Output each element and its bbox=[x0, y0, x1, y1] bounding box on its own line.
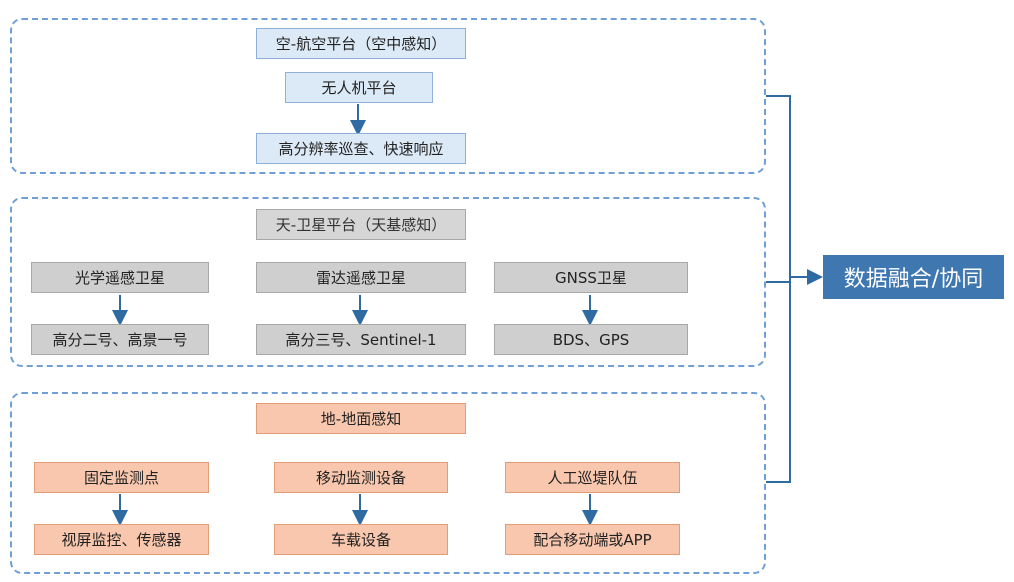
ground-source-3: 人工巡堤队伍 bbox=[505, 462, 680, 493]
bracket-connector bbox=[766, 95, 791, 483]
space-title: 天-卫星平台（天基感知） bbox=[256, 209, 466, 240]
air-platform-box: 无人机平台 bbox=[285, 72, 433, 103]
space-source-3: GNSS卫星 bbox=[494, 262, 688, 293]
space-source-2: 雷达遥感卫星 bbox=[256, 262, 466, 293]
space-platform-group bbox=[10, 197, 766, 367]
ground-example-2: 车载设备 bbox=[274, 524, 448, 555]
ground-example-3: 配合移动端或APP bbox=[505, 524, 680, 555]
air-capability-box: 高分辨率巡查、快速响应 bbox=[256, 133, 466, 164]
space-example-3: BDS、GPS bbox=[494, 324, 688, 355]
space-example-1: 高分二号、高景一号 bbox=[31, 324, 209, 355]
space-example-2: 高分三号、Sentinel-1 bbox=[256, 324, 466, 355]
air-title: 空-航空平台（空中感知） bbox=[256, 28, 466, 59]
data-fusion-result: 数据融合/协同 bbox=[823, 255, 1004, 299]
ground-source-1: 固定监测点 bbox=[34, 462, 209, 493]
ground-title: 地-地面感知 bbox=[256, 403, 466, 434]
ground-example-1: 视屏监控、传感器 bbox=[34, 524, 209, 555]
ground-source-2: 移动监测设备 bbox=[274, 462, 448, 493]
ground-platform-group bbox=[10, 392, 766, 574]
air-platform-group bbox=[10, 18, 766, 174]
space-source-1: 光学遥感卫星 bbox=[31, 262, 209, 293]
